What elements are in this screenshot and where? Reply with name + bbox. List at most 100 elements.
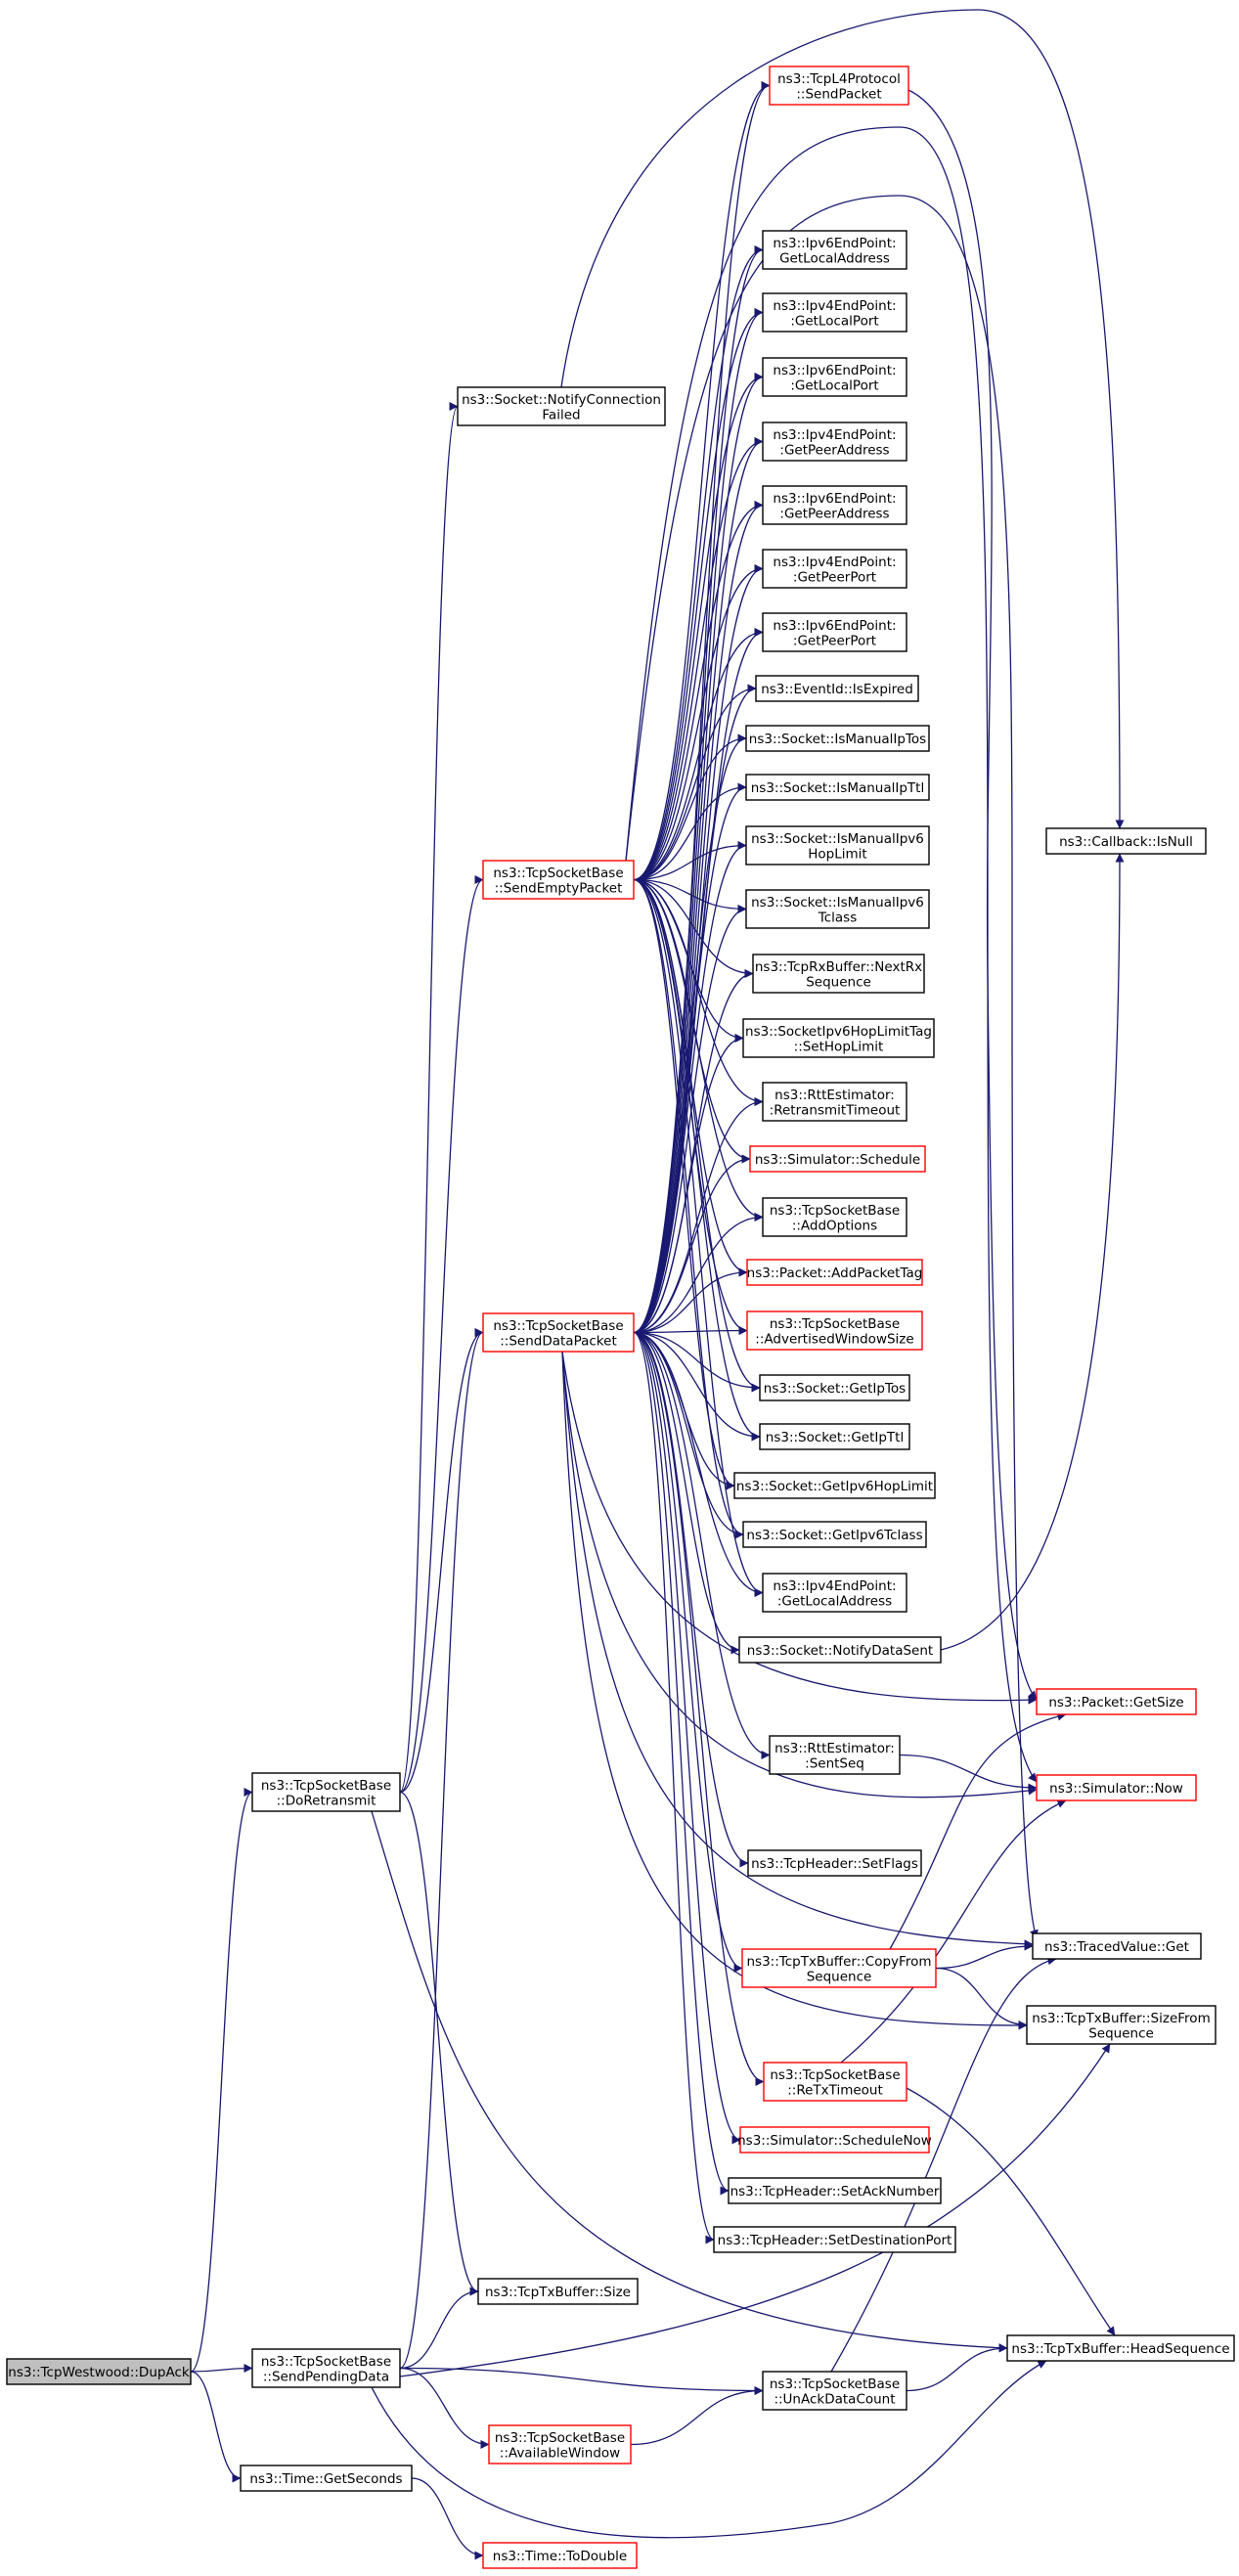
node-callbackIsNull[interactable]: ns3::Callback::IsNull <box>1045 827 1207 855</box>
node-setAckNumber[interactable]: ns3::TcpHeader::SetAckNumber <box>728 2177 942 2204</box>
edge-sendEmptyPacket-to-v6PeerAddr <box>633 501 764 881</box>
edge-sendDataPacket-to-notifyDataSent <box>633 1331 740 1655</box>
edge-line <box>633 1034 744 1334</box>
node-box <box>745 825 930 866</box>
node-box <box>739 2126 930 2154</box>
node-sendEmptyPacket[interactable]: ns3::TcpSocketBase::SendEmptyPacket <box>482 860 635 900</box>
edge-line <box>630 2386 764 2446</box>
node-box <box>762 549 907 589</box>
node-txSize[interactable]: ns3::TcpTxBuffer::Size <box>477 2278 639 2305</box>
node-v6PeerPort[interactable]: ns3::Ipv6EndPoint::GetPeerPort <box>762 612 907 652</box>
node-label: ns3::Ipv4EndPoint: <box>773 1578 896 1594</box>
node-tracedGet[interactable]: ns3::TracedValue::Get <box>1032 1932 1202 1960</box>
node-rttRto[interactable]: ns3::RttEstimator::RetransmitTimeout <box>762 1082 907 1122</box>
node-label: ns3::TcpSocketBase <box>770 1203 900 1219</box>
edge-line <box>411 2477 484 2560</box>
node-v4PeerPort[interactable]: ns3::Ipv4EndPoint::GetPeerPort <box>762 549 907 589</box>
node-addPacketTag[interactable]: ns3::Packet::AddPacketTag <box>746 1259 923 1286</box>
edge-sendDataPacket-to-setAckNumber <box>633 1331 730 2196</box>
node-getIpTos[interactable]: ns3::Socket::GetIpTos <box>759 1374 910 1401</box>
node-v4LocalAddr[interactable]: ns3::Ipv4EndPoint::GetLocalAddress <box>762 1573 907 1613</box>
node-getSeconds[interactable]: ns3::Time::GetSeconds <box>240 2465 413 2492</box>
edge-sendEmptyPacket-to-v4LocalPort <box>633 308 764 881</box>
node-scheduleNow[interactable]: ns3::Simulator::ScheduleNow <box>737 2126 932 2154</box>
node-label: :GetPeerPort <box>793 633 876 648</box>
edge-line <box>633 1331 715 2244</box>
edge-line <box>625 195 1039 1939</box>
node-doRetransmit[interactable]: ns3::TcpSocketBase::DoRetransmit <box>251 1772 401 1812</box>
node-v4PeerAddr[interactable]: ns3::Ipv4EndPoint::GetPeerAddress <box>762 422 907 462</box>
node-label: ns3::Socket::IsManualIpv6 <box>751 895 924 910</box>
node-label: ns3::RttEstimator: <box>774 1088 895 1103</box>
node-box <box>769 1735 901 1775</box>
node-setFlags[interactable]: ns3::TcpHeader::SetFlags <box>747 1849 922 1877</box>
node-v6LocalAddr[interactable]: ns3::Ipv6EndPoint:GetLocalAddress <box>762 230 907 270</box>
node-label: ::UnAckDataCount <box>774 2391 895 2407</box>
node-label: ns3::EventId::IsExpired <box>761 682 913 697</box>
node-l4Send[interactable]: ns3::TcpL4Protocol::SendPacket <box>769 66 909 106</box>
edge-rttSentSeq-to-simNow <box>899 1754 1038 1793</box>
node-advWindow[interactable]: ns3::TcpSocketBase::AdvertisedWindowSize <box>746 1310 923 1351</box>
edge-line <box>633 308 764 881</box>
edge-line <box>633 373 764 881</box>
edge-line <box>190 1788 253 2373</box>
edge-line <box>633 501 764 881</box>
node-getIpv6Hop[interactable]: ns3::Socket::GetIpv6HopLimit <box>733 1472 936 1499</box>
node-box <box>742 1018 935 1058</box>
node-box <box>763 2062 907 2102</box>
node-sendDataPacket[interactable]: ns3::TcpSocketBase::SendDataPacket <box>482 1312 635 1353</box>
node-toDouble[interactable]: ns3::Time::ToDouble <box>482 2542 638 2569</box>
node-notifyDataSent[interactable]: ns3::Socket::NotifyDataSent <box>738 1636 942 1664</box>
edge-line <box>633 1331 730 2196</box>
edge-line <box>561 1351 1028 2030</box>
node-simNow[interactable]: ns3::Simulator::Now <box>1036 1774 1197 1801</box>
node-isExpired[interactable]: ns3::EventId::IsExpired <box>755 675 919 702</box>
node-box <box>728 2177 942 2204</box>
node-reTxTimeout[interactable]: ns3::TcpSocketBase::ReTxTimeout <box>763 2062 907 2102</box>
node-label: ns3::TcpTxBuffer::HeadSequence <box>1011 2341 1229 2357</box>
node-label: ns3::Simulator::Schedule <box>755 1152 920 1168</box>
node-isManualIpTos[interactable]: ns3::Socket::IsManualIpTos <box>745 725 930 752</box>
edge-line <box>935 1967 1028 2029</box>
node-v4LocalPort[interactable]: ns3::Ipv4EndPoint::GetLocalPort <box>762 292 907 333</box>
node-box <box>745 889 930 929</box>
node-box <box>738 1636 942 1664</box>
node-box <box>713 2226 956 2253</box>
edge-sendDataPacket-to-isManualIpTos <box>633 733 747 1334</box>
node-getIpTtl[interactable]: ns3::Socket::GetIpTtl <box>759 1423 910 1450</box>
node-sendPendingData[interactable]: ns3::TcpSocketBase::SendPendingData <box>251 2348 401 2388</box>
node-unAckData[interactable]: ns3::TcpSocketBase::UnAckDataCount <box>762 2371 907 2411</box>
node-addOptions[interactable]: ns3::TcpSocketBase::AddOptions <box>762 1197 907 1237</box>
node-label: ::SendEmptyPacket <box>495 880 623 896</box>
node-box <box>482 2542 638 2569</box>
node-box <box>1036 1774 1197 1801</box>
edge-line <box>633 878 744 1539</box>
node-getIpv6Tc[interactable]: ns3::Socket::GetIpv6Tclass <box>742 1521 927 1548</box>
edge-doRetransmit-to-sendDataPacket <box>399 1328 484 1794</box>
node-setHopLimit[interactable]: ns3::SocketIpv6HopLimitTag::SetHopLimit <box>742 1018 935 1058</box>
edge-sendDataPacket-to-setDestPort <box>633 1331 715 2244</box>
edge-sendEmptyPacket-to-addOptions <box>633 878 764 1221</box>
node-label: Failed <box>542 407 580 422</box>
edge-sendDataPacket-to-isManualIpv6Tc <box>633 905 747 1334</box>
node-headSeq[interactable]: ns3::TcpTxBuffer::HeadSequence <box>1006 2334 1235 2362</box>
edge-line <box>399 1328 484 1794</box>
node-label: ns3::TcpSocketBase <box>770 1316 900 1332</box>
node-packetGetSize[interactable]: ns3::Packet::GetSize <box>1036 1688 1197 1715</box>
node-isManualIpTtl[interactable]: ns3::Socket::IsManualIpTtl <box>745 774 930 801</box>
edge-doRetransmit-to-notifyConnFailed <box>399 402 459 1794</box>
node-setDestPort[interactable]: ns3::TcpHeader::SetDestinationPort <box>713 2226 956 2253</box>
node-rttSentSeq[interactable]: ns3::RttEstimator::SentSeq <box>769 1735 901 1775</box>
node-simSchedule[interactable]: ns3::Simulator::Schedule <box>749 1145 926 1173</box>
node-root[interactable]: ns3::TcpWestwood::DupAck <box>6 2358 192 2385</box>
edge-line <box>633 878 764 1597</box>
node-availableWindow[interactable]: ns3::TcpSocketBase::AvailableWindow <box>488 2424 632 2465</box>
node-v6LocalPort[interactable]: ns3::Ipv6EndPoint::GetLocalPort <box>762 357 907 397</box>
node-v6PeerAddr[interactable]: ns3::Ipv6EndPoint::GetPeerAddress <box>762 485 907 525</box>
